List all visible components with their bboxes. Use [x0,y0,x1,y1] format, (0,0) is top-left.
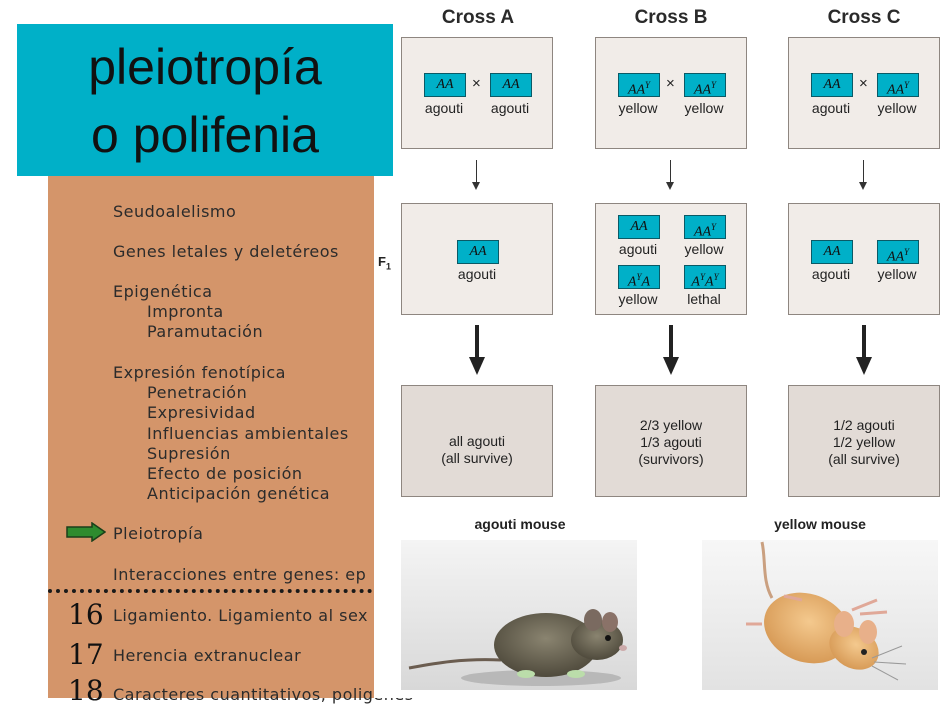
chapter-number: 18 [68,674,104,707]
genotype-chip: AYA [618,265,660,290]
toc-subitem[interactable]: Anticipación genética [147,484,331,503]
genotype-chip: AAY [877,73,919,98]
genotype-chip: AYAY [684,265,726,290]
cross-c-parents-box: AA × AAY agouti yellow [788,37,940,149]
cross-c-f1-box: AA AAY agouti yellow [788,203,940,315]
genotype-chip: AAY [684,215,726,240]
result-line: 2/3 yellow [639,417,703,433]
chapter-number: 16 [68,598,104,631]
chapter-title[interactable]: Caracteres cuantitativos, poligenes [113,685,414,704]
banner-title-line-1: pleiotropía [88,39,322,95]
genotype-chip: AA [811,73,853,97]
arrow-line [669,325,673,359]
result-line: (all survive) [441,450,513,466]
toc-subitem[interactable]: Expresividad [147,403,256,422]
phenotype-label: yellow [877,266,917,282]
agouti-mouse-image [401,540,637,690]
cross-symbol: × [472,75,481,92]
arrow-head [859,182,867,190]
cross-c-title: Cross C [827,7,901,28]
cross-b-parents-box: AAY × AAY yellow yellow [595,37,747,149]
phenotype-label: lethal [687,291,721,307]
title-banner: pleiotropía o polifenia [17,24,393,176]
toc-subitem[interactable]: Supresión [147,444,231,463]
cross-a-title: Cross A [441,7,515,28]
arrow-head [472,182,480,190]
genotype-chip: AAY [618,73,660,98]
genotype-chip: AAY [684,73,726,98]
result-line: (all survive) [828,451,900,467]
genotype-chip: AA [490,73,532,97]
arrow-head [663,357,679,375]
cross-c-result-box: 1/2 agouti 1/2 yellow (all survive) [788,385,940,497]
toc-item[interactable]: Interacciones entre genes: ep [113,565,367,584]
f1-label: F1 [378,254,391,272]
phenotype-label: agouti [457,266,497,282]
phenotype-label: yellow [618,291,658,307]
result-line: all agouti [448,433,506,449]
toc-item[interactable]: Seudoalelismo [113,202,237,221]
genotype-chip: AA [811,240,853,264]
arrow-line [862,325,866,359]
arrow-line [476,160,477,182]
toc-item[interactable]: Expresión fenotípica [113,363,286,382]
phenotype-label: agouti [618,241,658,257]
phenotype-label: agouti [811,266,851,282]
cross-b-title: Cross B [634,7,708,28]
genotype-chip: AA [457,240,499,264]
yellow-mouse-title: yellow mouse [774,516,866,532]
result-line: 1/2 agouti [833,417,895,433]
cross-b-f1-box: AA AAY agouti yellow AYA AYAY yellow let… [595,203,747,315]
agouti-mouse-title: agouti mouse [474,516,566,532]
genotype-chip: AAY [877,240,919,265]
result-line: 1/3 agouti [640,434,702,450]
phenotype-label: yellow [877,100,917,116]
arrow-line [670,160,671,182]
yellow-mouse-image [702,540,938,690]
genotype-chip: AA [618,215,660,239]
phenotype-label: agouti [490,100,530,116]
cross-symbol: × [666,75,675,92]
toc-item-current[interactable]: Pleiotropía [113,524,204,543]
cross-symbol: × [859,75,868,92]
dotted-divider [48,589,468,593]
toc-subitem[interactable]: Efecto de posición [147,464,303,483]
toc-subitem[interactable]: Impronta [147,302,224,321]
arrow-line [475,325,479,359]
chapter-number: 17 [68,638,104,671]
phenotype-label: agouti [424,100,464,116]
phenotype-label: yellow [618,100,658,116]
chapter-title[interactable]: Ligamiento. Ligamiento al sex [113,606,368,625]
genotype-chip: AA [424,73,466,97]
toc-subitem[interactable]: Paramutación [147,322,264,341]
cross-a-f1-box: AA agouti [401,203,553,315]
pleiotropy-figure: Cross A Cross B Cross C AA × AA agouti a… [374,0,944,698]
phenotype-label: yellow [684,241,724,257]
result-line: (survivors) [638,451,704,467]
chapter-title[interactable]: Herencia extranuclear [113,646,302,665]
cross-a-parents-box: AA × AA agouti agouti [401,37,553,149]
toc-subitem[interactable]: Penetración [147,383,248,402]
arrow-line [863,160,864,182]
result-line: 1/2 yellow [832,434,896,450]
arrow-head [856,357,872,375]
banner-title-line-2: o polifenia [91,107,319,163]
arrow-head [666,182,674,190]
phenotype-label: agouti [811,100,851,116]
cross-a-result-box: all agouti (all survive) [401,385,553,497]
toc-item[interactable]: Epigenética [113,282,213,301]
phenotype-label: yellow [684,100,724,116]
current-arrow-icon [66,522,106,542]
toc-subitem[interactable]: Influencias ambientales [147,424,349,443]
arrow-head [469,357,485,375]
toc-item[interactable]: Genes letales y deletéreos [113,242,339,261]
cross-b-result-box: 2/3 yellow 1/3 agouti (survivors) [595,385,747,497]
